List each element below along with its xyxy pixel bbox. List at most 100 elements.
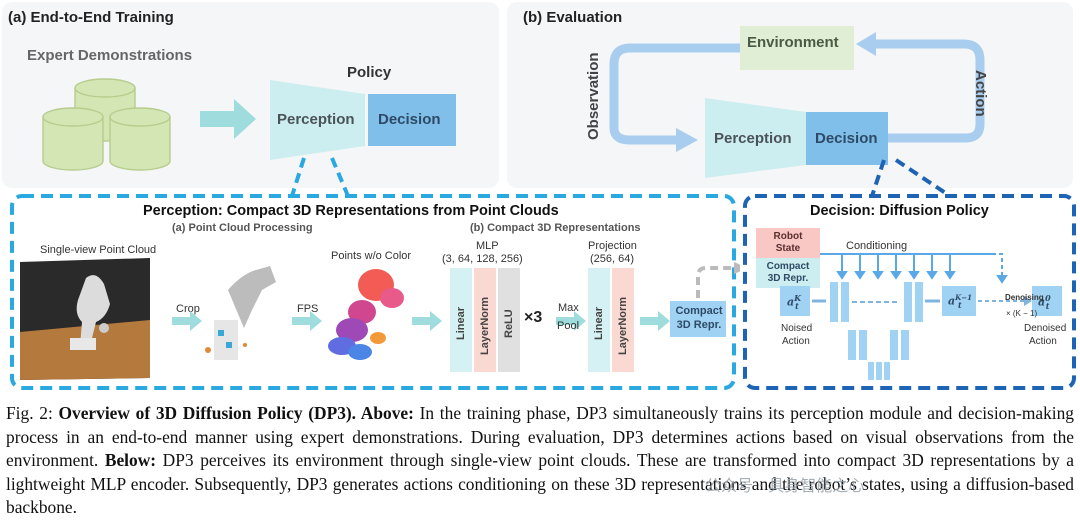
conditioning-dashed <box>992 253 1003 278</box>
ak1-sub: t <box>957 299 962 310</box>
decision-box-title: Decision: Diffusion Policy <box>810 203 989 219</box>
arrow-head-icon <box>734 262 740 274</box>
robot-state-label-2: State <box>775 243 801 254</box>
eval-decision-shape <box>806 112 888 165</box>
linear-layer <box>450 268 472 372</box>
compact-repr-label-1: Compact <box>675 305 723 317</box>
projection-label: Projection <box>588 240 637 252</box>
training-perception-label: Perception <box>277 111 355 128</box>
projection-linear-label: Linear <box>593 306 605 340</box>
ak1-label: aK−1t <box>948 293 972 310</box>
caption-bold-2: Below: <box>104 450 157 471</box>
compact-repr-box <box>670 301 726 337</box>
database-icon <box>42 78 171 171</box>
denoised-label-1: Denoised <box>1024 323 1067 334</box>
denoised-action-box <box>1032 286 1062 316</box>
arrow-icon <box>412 311 442 331</box>
arrow-head-icon <box>856 32 876 56</box>
ak1-sup: K−1 <box>955 293 972 302</box>
ak-sup: K <box>794 293 802 303</box>
denoised-label-2: Action <box>1029 336 1057 347</box>
decision-compact-label-1: Compact <box>766 261 810 272</box>
figure-caption: Fig. 2: Overview of 3D Diffusion Policy … <box>6 402 1074 520</box>
mlp-dims-label: (3, 64, 128, 256) <box>442 253 523 265</box>
point-cloud-processing-label: (a) Point Cloud Processing <box>172 222 313 234</box>
fps-label: FPS <box>297 303 319 315</box>
projection-layernorm-label: LayerNorm <box>617 296 629 355</box>
compact-repr-label-2: 3D Repr. <box>676 319 722 331</box>
layernorm-label: LayerNorm <box>479 296 491 355</box>
intermediate-action-box <box>942 286 976 316</box>
conditioning-arrows <box>836 254 1008 284</box>
environment-box <box>740 26 854 70</box>
training-decision-label: Decision <box>378 111 441 128</box>
ak-sub: t <box>795 300 799 311</box>
scene-image <box>20 258 150 380</box>
caption-bold-1: Overview of 3D Diffusion Policy (DP3). A… <box>58 403 414 423</box>
relu-layer <box>498 268 520 372</box>
ak-base: a <box>787 295 795 309</box>
points-wo-color-label: Points w/o Color <box>331 250 412 262</box>
loop-arrow <box>609 43 740 145</box>
decision-connector <box>870 158 952 198</box>
relu-label: ReLU <box>503 309 515 338</box>
training-diagram <box>42 78 456 171</box>
eval-decision-label: Decision <box>815 130 878 147</box>
a0-sup: 0 <box>1045 293 1051 303</box>
crop-label: Crop <box>176 303 200 315</box>
times3-label: ×3 <box>524 309 543 326</box>
a0-label: a0t <box>1038 293 1051 311</box>
point-cloud-image <box>328 269 404 360</box>
loop-arrow-right <box>875 39 985 143</box>
ak1-base: a <box>948 294 956 308</box>
training-title: (a) End-to-End Training <box>8 9 174 26</box>
projection-dims-label: (256, 64) <box>590 253 635 265</box>
denoising-label: Denoising <box>1005 293 1044 302</box>
unet-blocks <box>830 282 923 380</box>
dashed-arrow <box>696 266 734 298</box>
noised-label-2: Action <box>782 336 810 347</box>
projection-linear-layer <box>588 268 610 372</box>
compact-3d-representations-label: (b) Compact 3D Representations <box>470 222 641 234</box>
perception-box-title: Perception: Compact 3D Representations f… <box>143 203 559 219</box>
eval-perception-shape <box>705 98 806 178</box>
conditioning-label: Conditioning <box>846 240 908 252</box>
decision-shape <box>368 94 456 146</box>
decision-compact-box <box>756 258 820 288</box>
arrow-icon <box>640 311 670 331</box>
noised-label-1: Noised <box>781 323 813 334</box>
diffusion-diagram <box>756 228 1062 380</box>
robot-state-box <box>756 228 820 258</box>
arrow-icon <box>200 99 256 139</box>
cropped-robot-image <box>205 266 276 360</box>
arrow-head-icon <box>676 128 698 152</box>
policy-label: Policy <box>347 64 392 81</box>
perception-shape <box>270 80 365 160</box>
layernorm-layer <box>474 268 496 372</box>
perception-connector <box>290 157 350 197</box>
environment-label: Environment <box>747 34 839 51</box>
perception-pipeline <box>20 258 740 380</box>
arrow-icon <box>172 311 202 331</box>
watermark: 公众号 · 具身智能之心 <box>705 476 865 495</box>
caption-text-2: DP3 perceives its environment through si… <box>6 450 1074 518</box>
pool-label: Pool <box>557 320 580 332</box>
decision-compact-label-2: 3D Repr. <box>767 273 809 284</box>
eval-perception-label: Perception <box>714 130 792 147</box>
expert-demonstrations-label: Expert Demonstrations <box>27 47 193 64</box>
times-k-label: × (K − 1) <box>1006 309 1038 318</box>
caption-prefix: Fig. 2: <box>6 403 59 423</box>
single-view-label: Single-view Point Cloud <box>40 244 157 256</box>
evaluation-diagram <box>609 26 985 178</box>
mlp-label: MLP <box>476 240 499 252</box>
noised-action-box <box>780 286 810 316</box>
robot-state-label-1: Robot <box>773 231 803 242</box>
a0-sub: t <box>1045 300 1050 311</box>
evaluation-title: (b) Evaluation <box>523 9 623 26</box>
linear-label: Linear <box>455 306 467 340</box>
caption-text-1: In the training phase, DP3 simultaneousl… <box>6 403 1074 471</box>
projection-layernorm-layer <box>612 268 634 372</box>
ak-label: aKt <box>787 293 802 311</box>
arrow-icon <box>556 311 586 331</box>
max-label: Max <box>558 302 579 314</box>
